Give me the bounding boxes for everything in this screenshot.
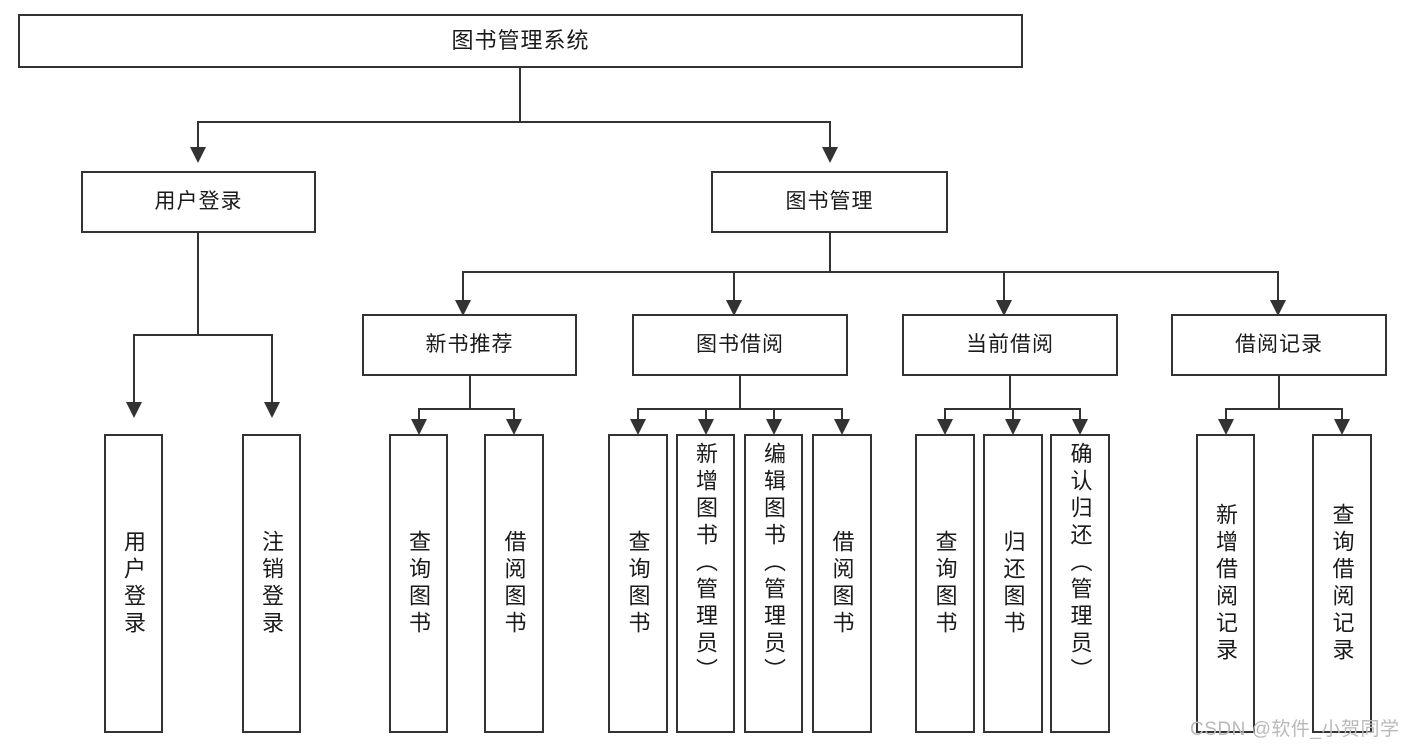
arrow-icon-book-borrow-leaf-1	[630, 419, 646, 435]
arrow-icon-user-login-leaf-2	[264, 402, 280, 418]
node-label: 用户登录	[121, 529, 147, 638]
edge-bm-to-book-borrow	[733, 271, 735, 303]
arrow-icon-new-book-recommend	[455, 300, 471, 316]
node-label: 图书借阅	[696, 333, 784, 357]
edge-root-to-user-login	[197, 121, 199, 151]
edge-borrow-record-to-leaf-1	[1225, 408, 1227, 422]
edge-bm-to-new-book	[462, 271, 464, 303]
edge-book-borrow-bus	[637, 408, 842, 410]
edge-root-to-book-management	[829, 121, 831, 151]
edge-book-borrow-to-leaf-4	[841, 408, 843, 422]
leaf-current-borrow-confirm-return-admin[interactable]: 确认归还（管理员）	[1050, 434, 1110, 733]
edge-root-bus	[197, 121, 831, 123]
node-book-borrow[interactable]: 图书借阅	[632, 314, 848, 376]
arrow-icon-user-login-leaf-1	[126, 402, 142, 418]
edge-user-login-to-leaf-1	[133, 334, 135, 406]
arrow-icon-borrow-record-leaf-2	[1334, 419, 1350, 435]
edge-new-book-to-leaf-2	[513, 408, 515, 422]
arrow-icon-new-book-leaf-2	[506, 419, 522, 435]
edge-root-stem	[519, 68, 521, 122]
node-user-login[interactable]: 用户登录	[81, 171, 316, 233]
edge-user-login-stem	[197, 233, 199, 335]
edge-new-book-to-leaf-1	[418, 408, 420, 422]
node-label: 新书推荐	[425, 333, 514, 357]
leaf-current-borrow-query-book[interactable]: 查询图书	[915, 434, 975, 733]
node-label: 借阅记录	[1235, 333, 1323, 357]
leaf-book-borrow-borrow-book[interactable]: 借阅图书	[812, 434, 872, 733]
node-label: 新增借阅记录	[1213, 502, 1239, 665]
leaf-new-book-borrow-book[interactable]: 借阅图书	[484, 434, 544, 733]
node-current-borrow[interactable]: 当前借阅	[902, 314, 1118, 376]
node-label: 图书管理系统	[451, 27, 590, 53]
arrow-icon-book-borrow-leaf-3	[766, 419, 782, 435]
edge-book-management-bus	[462, 271, 1278, 273]
leaf-current-borrow-return-book[interactable]: 归还图书	[983, 434, 1043, 733]
node-label: 注销登录	[259, 529, 285, 638]
node-label: 查询图书	[932, 529, 958, 638]
edge-current-borrow-to-leaf-3	[1079, 408, 1081, 422]
leaf-user-login-login[interactable]: 用户登录	[104, 434, 163, 733]
edge-new-book-stem	[469, 376, 471, 410]
edge-borrow-record-to-leaf-2	[1341, 408, 1343, 422]
watermark-text: CSDN @软件_小贺同学	[1190, 719, 1400, 740]
node-label: 借阅图书	[829, 529, 855, 638]
node-new-book-recommend[interactable]: 新书推荐	[362, 314, 577, 376]
leaf-borrow-record-query-record[interactable]: 查询借阅记录	[1312, 434, 1372, 733]
arrow-icon-book-borrow-leaf-4	[834, 419, 850, 435]
edge-book-management-stem	[829, 233, 831, 273]
edge-user-login-bus	[133, 334, 273, 336]
leaf-user-login-logout[interactable]: 注销登录	[242, 434, 301, 733]
node-label: 归还图书	[1000, 529, 1026, 638]
edge-current-borrow-to-leaf-2	[1012, 408, 1014, 422]
leaf-new-book-query-book[interactable]: 查询图书	[389, 434, 448, 733]
node-label: 确认归还（管理员）	[1067, 442, 1093, 685]
edge-book-borrow-stem	[739, 376, 741, 410]
arrow-icon-current-borrow-leaf-3	[1072, 419, 1088, 435]
node-label: 图书管理	[785, 190, 874, 214]
edge-borrow-record-bus	[1225, 408, 1342, 410]
node-book-management[interactable]: 图书管理	[711, 171, 948, 233]
node-label: 编辑图书（管理员）	[761, 442, 787, 685]
edge-new-book-bus	[418, 408, 515, 410]
arrow-icon-book-borrow-leaf-2	[698, 419, 714, 435]
arrow-icon-borrow-record	[1270, 300, 1286, 316]
node-label: 新增图书（管理员）	[693, 442, 719, 685]
node-label: 用户登录	[154, 190, 243, 214]
edge-borrow-record-stem	[1278, 376, 1280, 410]
leaf-book-borrow-query-book[interactable]: 查询图书	[608, 434, 668, 733]
arrow-icon-new-book-leaf-1	[411, 419, 427, 435]
arrow-icon-current-borrow-leaf-2	[1005, 419, 1021, 435]
arrow-icon-current-borrow	[996, 300, 1012, 316]
edge-book-borrow-to-leaf-3	[773, 408, 775, 422]
edge-current-borrow-stem	[1009, 376, 1011, 410]
edge-book-borrow-to-leaf-1	[637, 408, 639, 422]
node-root-book-management-system[interactable]: 图书管理系统	[18, 14, 1023, 68]
arrow-icon-current-borrow-leaf-1	[937, 419, 953, 435]
node-borrow-record[interactable]: 借阅记录	[1171, 314, 1387, 376]
leaf-book-borrow-add-book-admin[interactable]: 新增图书（管理员）	[676, 434, 735, 733]
node-label: 借阅图书	[501, 529, 527, 638]
node-label: 查询借阅记录	[1329, 502, 1355, 665]
edge-user-login-to-leaf-2	[271, 334, 273, 406]
node-label: 查询图书	[406, 529, 432, 638]
node-label: 当前借阅	[966, 333, 1054, 357]
arrow-icon-book-borrow	[726, 300, 742, 316]
edge-bm-to-current-borrow	[1003, 271, 1005, 303]
leaf-borrow-record-add-record[interactable]: 新增借阅记录	[1196, 434, 1255, 733]
arrow-icon-to-book-management	[822, 147, 838, 163]
edge-current-borrow-to-leaf-1	[944, 408, 946, 422]
leaf-book-borrow-edit-book-admin[interactable]: 编辑图书（管理员）	[744, 434, 803, 733]
node-label: 查询图书	[625, 529, 651, 638]
edge-bm-to-borrow-record	[1277, 271, 1279, 303]
edge-book-borrow-to-leaf-2	[705, 408, 707, 422]
arrow-icon-borrow-record-leaf-1	[1218, 419, 1234, 435]
arrow-icon-to-user-login	[190, 147, 206, 163]
